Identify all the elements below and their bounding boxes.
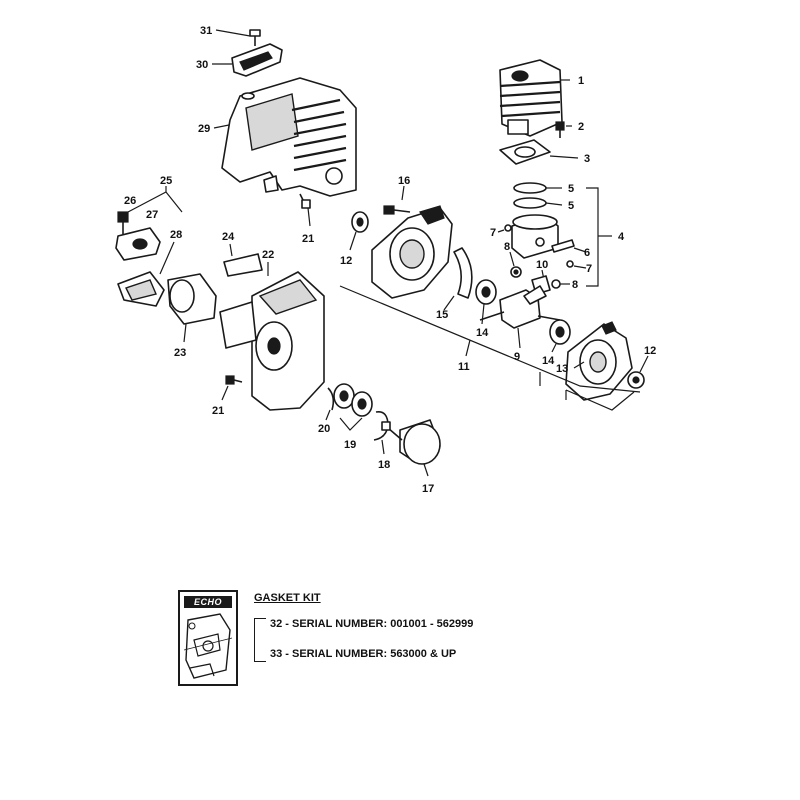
part-26-bolt [117,211,129,234]
part-crankcase-left [371,205,453,299]
label-6: 6 [584,247,590,259]
label-30: 30 [196,59,208,71]
label-21-upper: 21 [302,233,314,245]
label-7a: 7 [490,227,496,239]
label-8b: 8 [572,279,578,291]
part-17-clutch-drum [381,419,441,477]
gasket-kit-title: GASKET KIT [254,592,321,604]
part-15-retaining-ring [443,247,473,311]
gasket-kit-line-32: 32 - SERIAL NUMBER: 001001 - 562999 [270,618,474,630]
part-16-bolt [383,185,411,215]
label-16: 16 [398,175,410,187]
label-20: 20 [318,423,330,435]
label-2: 2 [578,121,584,133]
part-7-clip-lower [566,260,587,269]
label-27: 27 [146,209,158,221]
label-5b: 5 [568,200,574,212]
label-8a: 8 [504,241,510,253]
part-crankcase-right [565,321,633,401]
part-22-fan-housing [219,262,325,411]
label-12a: 12 [340,255,352,267]
part-9-crankshaft [479,285,561,349]
label-23: 23 [174,347,186,359]
part-20-snap-ring [325,387,335,421]
part-18-retaining-ring [373,410,389,455]
part-23-intake-adapter [167,273,217,343]
part-8-bearing-upper [509,251,522,278]
part-14-bearing-left [475,279,497,325]
label-22: 22 [262,249,274,261]
label-15: 15 [436,309,448,321]
label-26: 26 [124,195,136,207]
part-21-screw-upper [299,193,311,227]
gasket-illustration-icon [183,613,233,679]
label-3: 3 [584,153,590,165]
gasket-kit-bracket [254,618,269,662]
echo-logo: ECHO [184,596,232,608]
label-4: 4 [618,231,625,243]
label-7b: 7 [586,263,592,275]
part-28-clamp-lower [117,241,175,307]
label-31: 31 [200,25,212,37]
label-28: 28 [170,229,182,241]
part-29-cover [213,77,357,197]
part-5-piston-rings [513,182,612,287]
label-14a: 14 [476,327,489,339]
label-14b: 14 [542,355,555,367]
part-6-piston-pin [551,239,587,253]
part-14-bearing-right [549,319,571,353]
part-31-screw [215,29,261,46]
label-12b: 12 [644,345,656,357]
part-21-screw-lower [221,375,243,401]
part-25-assembly-bracket [127,186,183,213]
part-24-label [223,243,263,277]
label-29: 29 [198,123,210,135]
gasket-kit-thumbnail: ECHO [178,590,238,686]
label-24: 24 [222,231,235,243]
gasket-kit-line-33: 33 - SERIAL NUMBER: 563000 & UP [270,648,457,660]
label-10: 10 [536,259,548,271]
part-30-clip [212,43,283,77]
gasket-kit-panel: ECHO GASKET KIT 32 - SERIAL NUMBER: 0010… [178,590,518,690]
part-12-oil-seal-right [627,355,649,389]
label-21-lower: 21 [212,405,224,417]
part-1-cylinder [499,59,570,137]
label-9: 9 [514,351,520,363]
label-18: 18 [378,459,390,471]
label-19: 19 [344,439,356,451]
part-4-piston [511,214,559,259]
label-11: 11 [458,361,470,373]
assembly-bracket-lines [339,285,641,411]
label-25: 25 [160,175,172,187]
part-2-bolt [555,121,572,138]
part-7-clip-upper [497,224,512,233]
label-13: 13 [556,363,568,375]
part-19-ball-bearings [333,383,373,431]
part-3-gasket [499,139,579,165]
label-1: 1 [578,75,584,87]
label-17: 17 [422,483,434,495]
label-5a: 5 [568,183,574,195]
part-12-oil-seal-left [349,211,369,251]
part-27-clamp-upper [115,227,161,261]
part-8-washer-lower [551,279,570,289]
